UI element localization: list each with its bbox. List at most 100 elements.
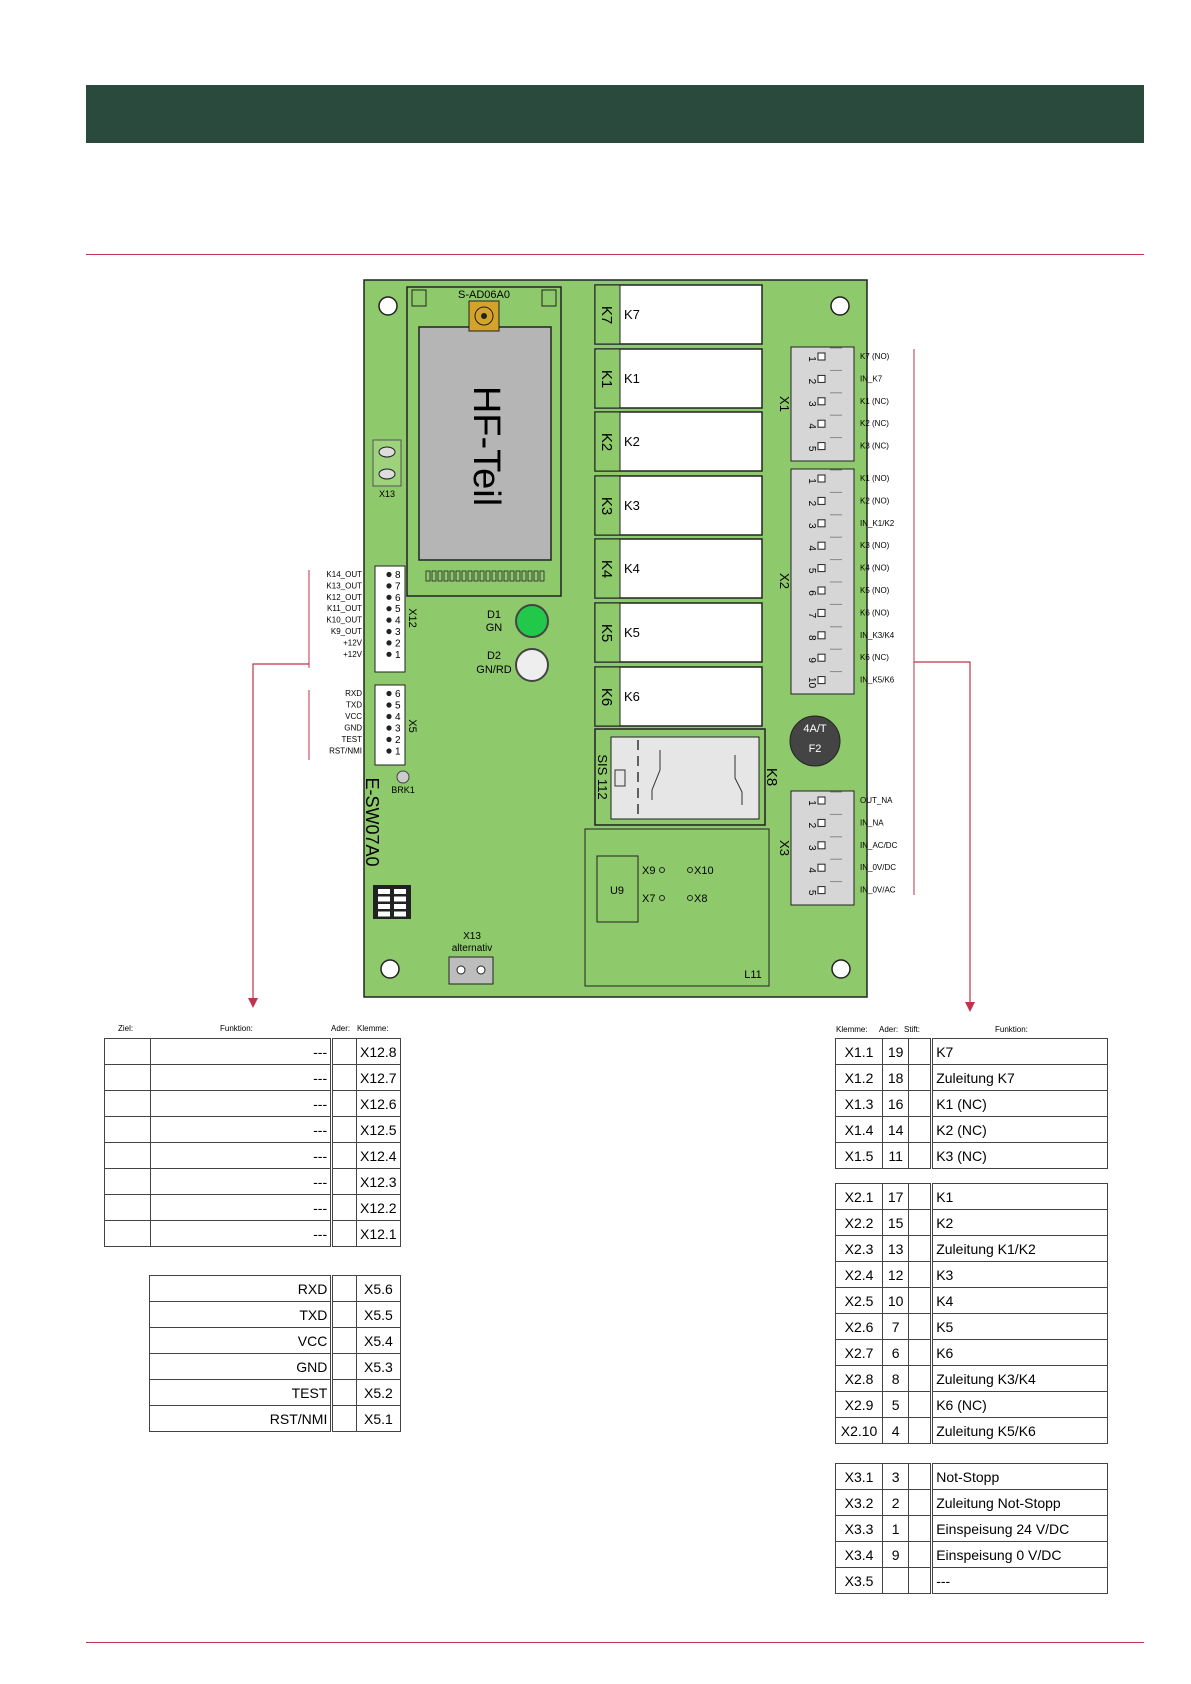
x2-pin-number: 1 [806, 478, 817, 484]
funktion-cell: --- [149, 1220, 333, 1247]
x3-pin [817, 796, 826, 805]
right-arrow-head [965, 1002, 975, 1012]
x5-pin-number: 1 [395, 747, 401, 758]
funktion-cell: Einspeisung 24 V/DC [930, 1515, 1108, 1542]
klemme-cell: X1.5 [834, 1142, 884, 1169]
x2-pin-number: 3 [806, 523, 817, 529]
stift-cell [908, 1235, 933, 1262]
x3-pin-number: 5 [806, 890, 817, 896]
x3-signal-label: IN_AC/DC [860, 841, 898, 850]
x1-signal-label: K7 (NO) [860, 352, 890, 361]
x5-pin-number: 4 [395, 712, 401, 723]
relay-side-label: K7 [598, 306, 615, 324]
relay-k1 [594, 348, 763, 409]
x5-pin [386, 702, 392, 708]
x2-signal-label: IN_K1/K2 [860, 519, 895, 528]
funktion-cell: RXD [148, 1275, 333, 1302]
fuse-rating: 4A/T [803, 723, 827, 735]
table-row: ---X12.8 [104, 1038, 402, 1065]
x2-signal-label: K5 (NO) [860, 586, 890, 595]
x12-pin-number: 6 [395, 593, 401, 604]
x2-pin [817, 541, 826, 550]
ader-cell: 7 [882, 1313, 910, 1340]
funktion-cell: K2 [930, 1209, 1108, 1236]
x13-alt-label: X13 [463, 931, 481, 942]
stift-cell [908, 1142, 933, 1169]
relay-side-label: K6 [598, 688, 615, 706]
ziel-cell [104, 1116, 151, 1143]
x12-pin-number: 5 [395, 604, 401, 615]
d2-label: D2 [487, 650, 501, 662]
x2-signal-label: K3 (NO) [860, 541, 890, 550]
klemme-cell: X2.2 [834, 1209, 884, 1236]
x3-pin-number: 4 [806, 867, 817, 873]
funktion-cell: TXD [148, 1301, 333, 1328]
x3-pin [817, 886, 826, 895]
funktion-cell: VCC [148, 1327, 333, 1354]
x5-pin [386, 725, 392, 731]
ader-cell: 10 [882, 1287, 910, 1314]
stift-cell [908, 1064, 933, 1091]
k8-contact-1 [651, 750, 661, 800]
sis112-window [610, 736, 760, 820]
klemme-cell: X12.3 [355, 1168, 402, 1195]
ader-cell: 9 [882, 1541, 910, 1568]
board-name: E-SW07A0 [362, 777, 382, 866]
ader-cell [330, 1301, 357, 1328]
x1-pin [817, 352, 826, 361]
relay-k2 [594, 411, 763, 472]
u9-component [596, 855, 639, 923]
x3-signal-label: OUT_NA [860, 796, 893, 805]
table-row: ---X12.3 [104, 1168, 402, 1195]
x5-label: X5 [406, 719, 418, 732]
ziel-cell [104, 1038, 151, 1065]
x2-pin [817, 676, 826, 685]
mount-hole-bl [380, 959, 400, 979]
x12-pin-number: 7 [395, 581, 401, 592]
ziel-cell [104, 1220, 151, 1247]
klemme-cell: X2.7 [834, 1339, 884, 1366]
klemme-cell: X5.5 [355, 1301, 402, 1328]
klemme-cell: X2.4 [834, 1261, 884, 1288]
ziel-cell [104, 1168, 151, 1195]
stift-cell [908, 1365, 933, 1392]
ader-cell [330, 1275, 357, 1302]
d1-sub: GN [486, 622, 503, 634]
x13-pin-1 [378, 446, 396, 458]
x10-label: X10 [694, 865, 714, 877]
ader-cell [330, 1168, 357, 1195]
funktion-cell: --- [149, 1064, 333, 1091]
x2-pin [817, 564, 826, 573]
header-bar [86, 85, 1144, 143]
ader-cell [330, 1090, 357, 1117]
ader-cell [330, 1194, 357, 1221]
relay-label: K1 [624, 371, 640, 386]
x2-pin-number: 7 [806, 613, 817, 619]
x5-signal-label: GND [344, 724, 362, 733]
left-arrow-line [252, 663, 309, 1001]
right-arrow-line [914, 661, 971, 1005]
x2-pin-number: 10 [806, 677, 817, 689]
stift-cell [908, 1391, 933, 1418]
fuse-name: F2 [809, 743, 822, 755]
ader-cell: 11 [882, 1142, 910, 1169]
x2-signal-label: IN_K3/K4 [860, 631, 895, 640]
ader-cell [330, 1064, 357, 1091]
x5-signal-label: RST/NMI [329, 747, 362, 756]
sis112-label: SIS 112 [595, 754, 610, 799]
x5-pin-number: 2 [395, 735, 401, 746]
d2-sub: GN/RD [476, 664, 512, 676]
module-pins-top [411, 289, 557, 307]
klemme-cell: X2.3 [834, 1235, 884, 1262]
x12-pin-number: 4 [395, 616, 401, 627]
